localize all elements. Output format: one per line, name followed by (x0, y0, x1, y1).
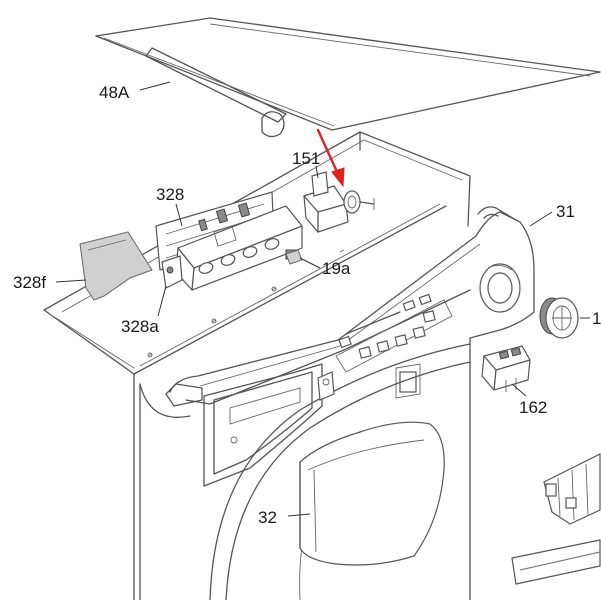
label-151: 151 (292, 149, 321, 168)
label-328: 328 (156, 185, 185, 204)
label-48a: 48A (99, 83, 130, 102)
leader-151 (315, 165, 319, 179)
label-32: 32 (258, 508, 277, 527)
leader-31 (529, 211, 553, 227)
part-162-connector (481, 345, 531, 392)
leader-48a (139, 81, 171, 91)
label-328f: 328f (13, 273, 47, 292)
control-panel-fascia (169, 206, 535, 600)
top-lid-panel (95, 17, 601, 131)
highlight-arrow (316, 128, 345, 188)
part-328a-button-block (161, 205, 303, 291)
label-19a: 19a (322, 259, 351, 278)
part-151-switch (303, 171, 375, 233)
leader-lines (55, 81, 590, 517)
label-328a: 328a (121, 317, 159, 336)
lid-hinge-strip (145, 47, 287, 138)
cabinet-body (43, 131, 471, 600)
part-19a-button (285, 249, 303, 265)
door-handle (299, 421, 445, 566)
label-162: 162 (519, 398, 548, 417)
part-1-knob (539, 297, 579, 339)
leader-328f (55, 279, 87, 283)
detergent-drawer-housing (165, 363, 335, 487)
label-31: 31 (556, 202, 575, 221)
leader-19a (299, 257, 321, 269)
leader-32 (287, 513, 311, 517)
leader-328a (157, 285, 167, 317)
part-328f-sleeve (79, 231, 153, 301)
leader-162 (511, 383, 527, 397)
door-hinge-part (511, 453, 601, 585)
leader-328 (175, 203, 183, 227)
label-1: 1 (592, 309, 601, 328)
